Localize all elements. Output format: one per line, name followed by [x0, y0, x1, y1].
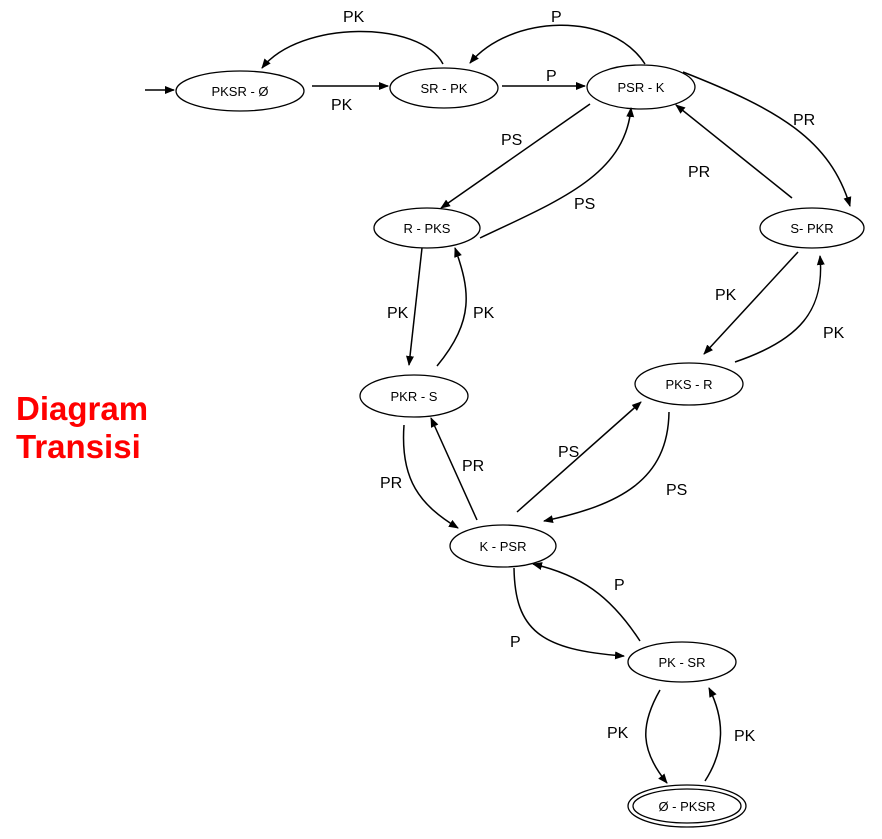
edge-s-pkr-to-pks-r	[703, 251, 799, 355]
state-label: S- PKR	[790, 221, 833, 236]
edge-pk-sr-to-final	[645, 689, 668, 784]
state-s-pkr: S- PKR	[759, 207, 865, 249]
final-state-empty-pksr: Ø - PKSR	[627, 784, 747, 828]
state-pk-sr: PK - SR	[627, 641, 737, 683]
edge-k-psr-to-pk-sr	[513, 567, 625, 660]
edge-r-pks-to-pkr-s	[406, 247, 423, 366]
edge-label: PS	[574, 196, 595, 213]
diagram-title: Diagram Transisi	[16, 390, 148, 466]
edge-k-psr-to-pks-r	[516, 401, 642, 513]
edge-k-psr-to-pkr-s	[430, 417, 478, 521]
edge-label: PK	[387, 305, 409, 322]
edge-pks-r-to-k-psr	[543, 411, 670, 524]
edge-label: PK	[331, 97, 353, 114]
title-line-2: Transisi	[16, 428, 141, 465]
edge-label: P	[546, 68, 557, 85]
edge-label: P	[551, 9, 562, 26]
edge-label: PS	[666, 482, 687, 499]
edge-label: P	[614, 577, 625, 594]
edge-final-to-pk-sr	[704, 687, 722, 782]
state-label: PKS - R	[666, 377, 713, 392]
state-label: PKSR - Ø	[211, 84, 268, 99]
state-pksr-empty: PKSR - Ø	[175, 70, 305, 112]
state-psr-k: PSR - K	[586, 64, 696, 110]
edge-sr-to-pksr	[261, 30, 444, 69]
state-label: PSR - K	[618, 80, 665, 95]
edge-label: PK	[473, 305, 495, 322]
edge-r-pks-to-psr	[479, 107, 635, 239]
edge-label: PK	[343, 9, 365, 26]
title-line-1: Diagram	[16, 390, 149, 427]
edge-s-pkr-to-psr	[675, 104, 793, 199]
state-pks-r: PKS - R	[634, 362, 744, 406]
state-label: PK - SR	[659, 655, 706, 670]
edge-label: PK	[734, 728, 756, 745]
state-r-pks: R - PKS	[373, 207, 481, 249]
edge-label: PS	[558, 444, 579, 461]
edge-label: PR	[380, 475, 402, 492]
edge-label: PK	[715, 287, 737, 304]
state-k-psr: K - PSR	[449, 524, 557, 568]
edge-pkr-s-to-k-psr	[402, 424, 459, 529]
edge-label: PR	[688, 164, 710, 181]
edge-psr-to-r-pks	[440, 103, 591, 209]
edge-psr-to-sr	[469, 24, 646, 65]
state-pkr-s: PKR - S	[359, 374, 469, 418]
edge-label: PR	[462, 458, 484, 475]
edge-pks-r-to-s-pkr	[734, 255, 825, 363]
edge-label: P	[510, 634, 521, 651]
edge-label: PK	[823, 325, 845, 342]
edge-label: PS	[501, 132, 522, 149]
state-sr-pk: SR - PK	[389, 67, 499, 109]
state-label: SR - PK	[421, 81, 468, 96]
edge-label: PR	[793, 112, 815, 129]
edge-pkr-s-to-r-pks	[436, 247, 467, 367]
state-label: K - PSR	[480, 539, 527, 554]
state-label: PKR - S	[391, 389, 438, 404]
state-label: Ø - PKSR	[658, 799, 715, 814]
edge-label: PK	[607, 725, 629, 742]
edge-pk-sr-to-k-psr	[532, 562, 641, 642]
state-label: R - PKS	[404, 221, 451, 236]
edge-psr-to-s-pkr	[682, 71, 852, 207]
